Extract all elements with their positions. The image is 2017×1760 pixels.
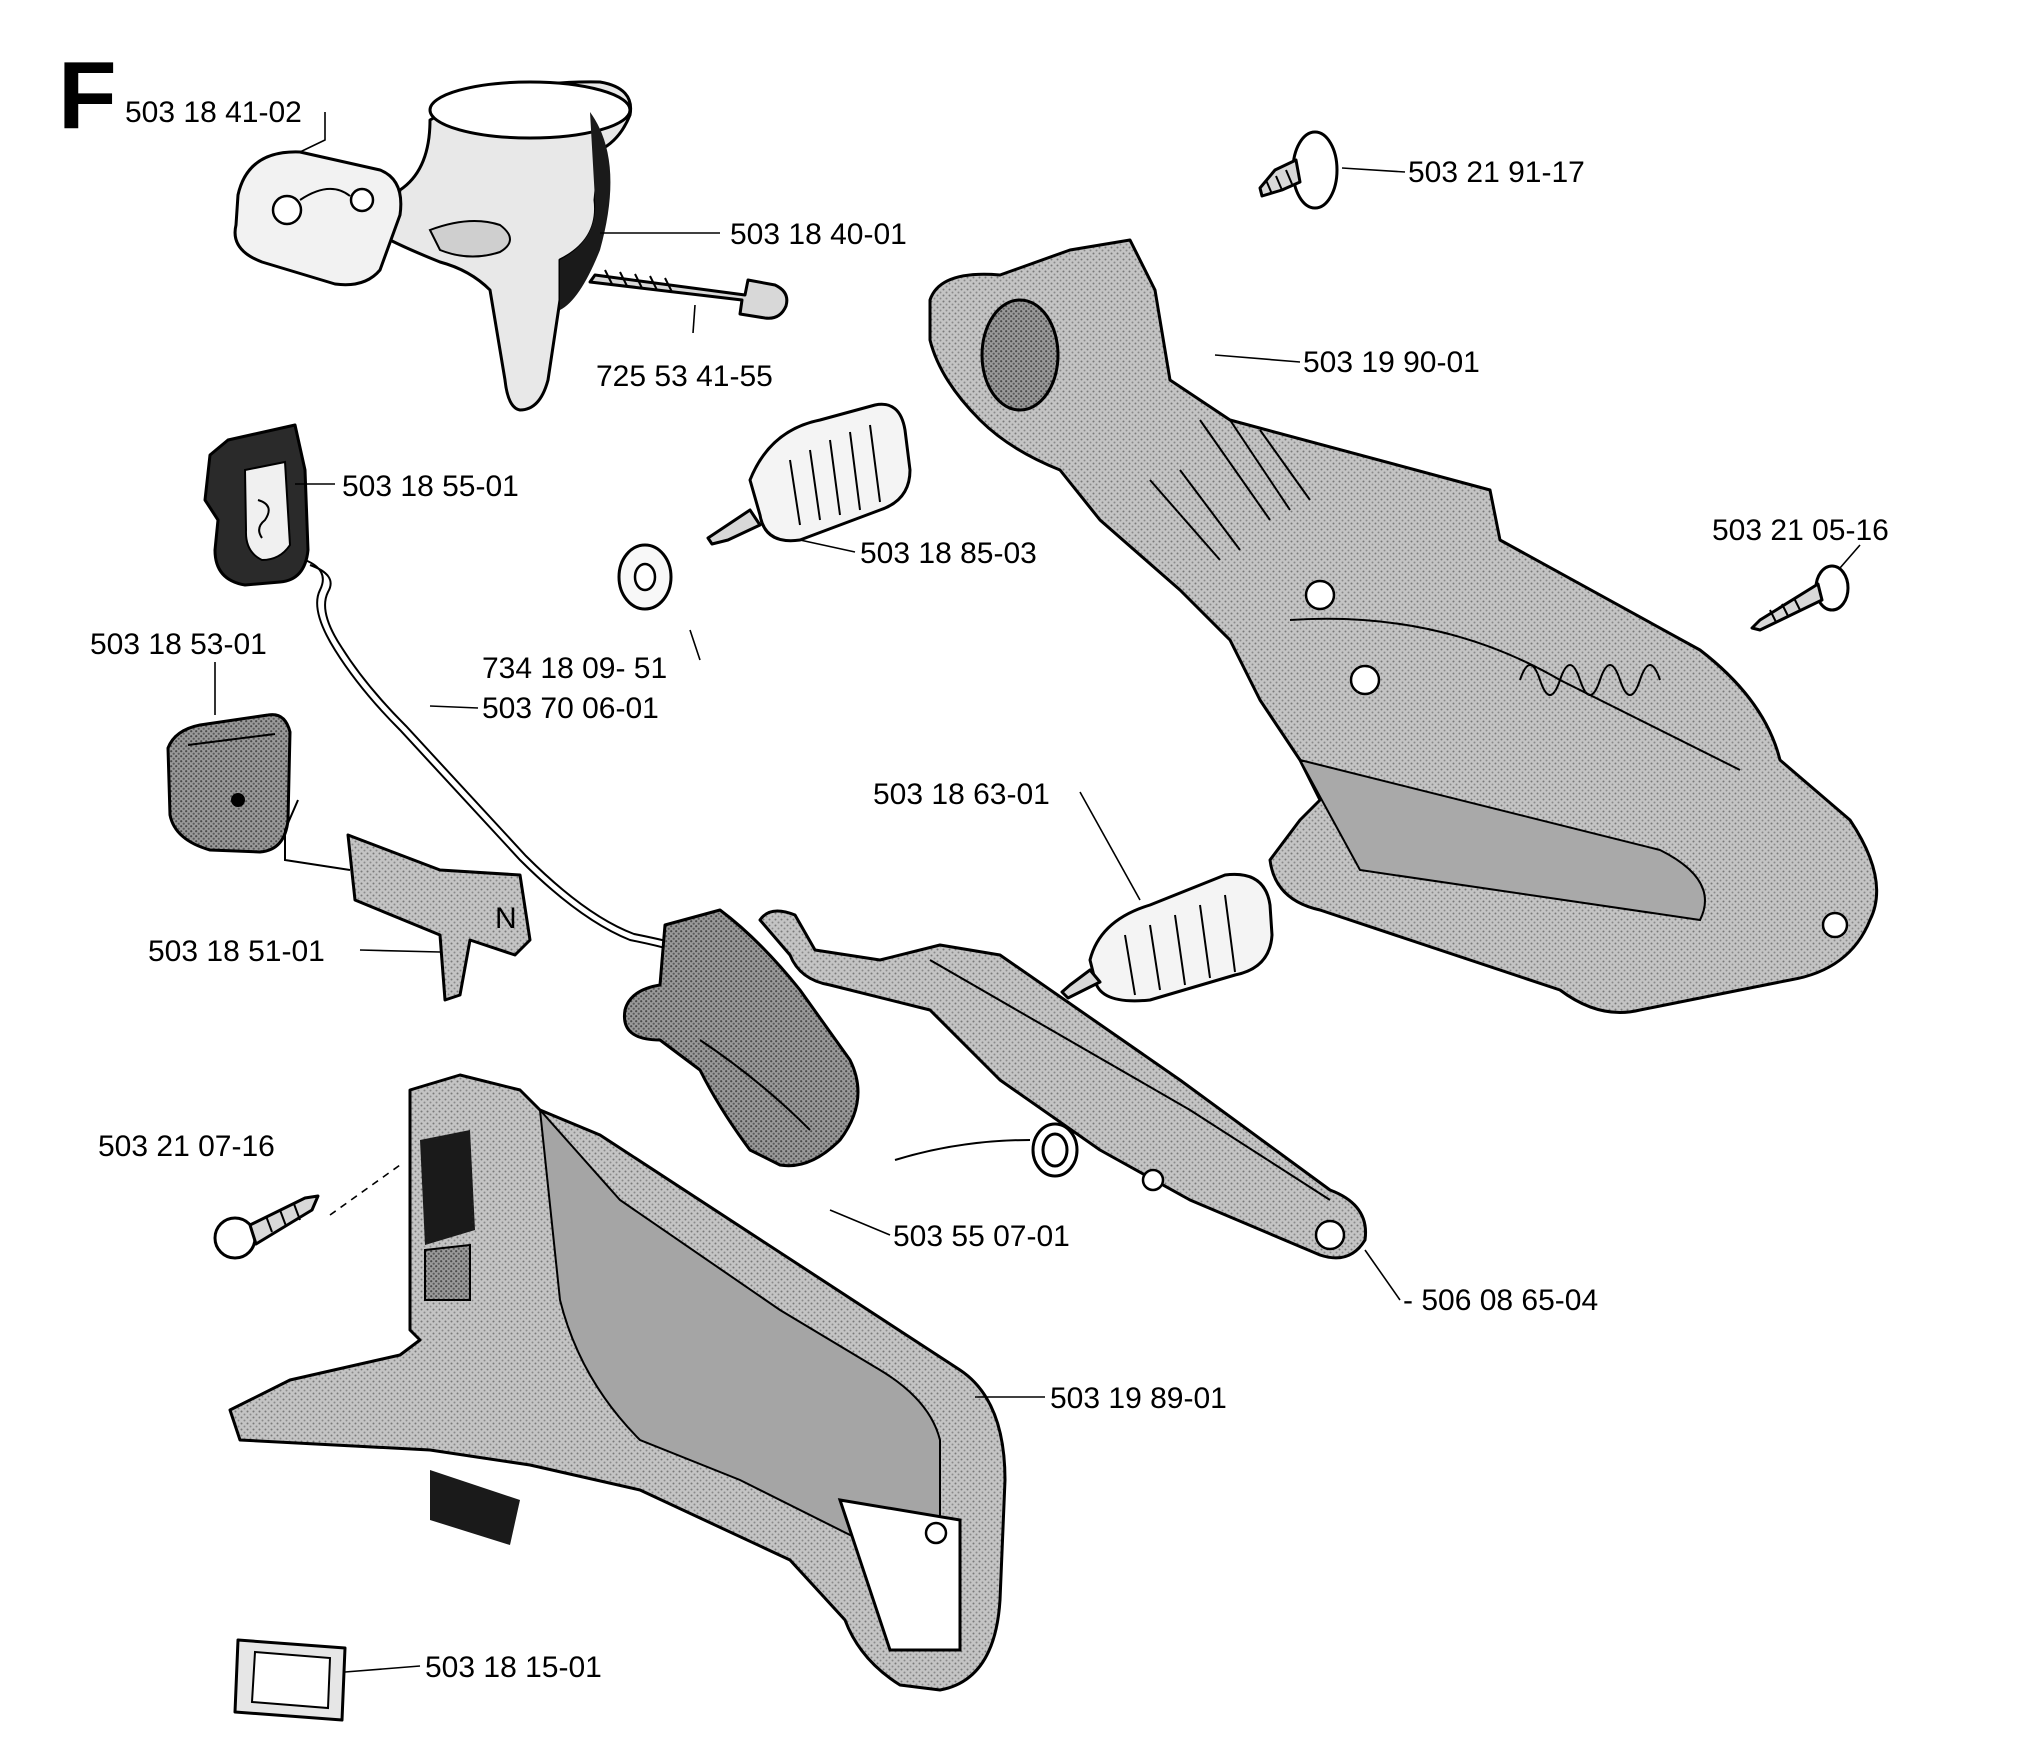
label-503-18-40-01: 503 18 40-01 (730, 218, 907, 251)
label-503-18-41-02: 503 18 41-02 (125, 96, 302, 129)
flange-part (233, 150, 403, 287)
bolt-part (588, 269, 789, 320)
label-503-70-06-01: 503 70 06-01 (482, 692, 659, 725)
label-734-18-09-51: 734 18 09- 51 (482, 652, 667, 685)
label-503-18-15-01: 503 18 15-01 (425, 1651, 602, 1684)
bushing-part-upper (706, 402, 912, 546)
funnel-part (388, 80, 633, 412)
lever-part: N (284, 799, 532, 1002)
choke-clip-part (203, 423, 310, 587)
bushing-part-lower (1060, 872, 1274, 1003)
cover-part (166, 713, 292, 854)
front-handle-housing (228, 1073, 1007, 1692)
rear-handle-housing (928, 238, 1879, 1014)
brake-band-part (622, 908, 860, 1168)
label-503-21-91-17: 503 21 91-17 (1408, 156, 1585, 189)
screw-part-left (213, 1194, 320, 1260)
label-503-18-55-01: 503 18 55-01 (342, 470, 519, 503)
label-503-19-90-01: 503 19 90-01 (1303, 346, 1480, 379)
screw-part-top (1258, 130, 1339, 210)
washer-part (617, 543, 673, 611)
label-503-18-53-01: 503 18 53-01 (90, 628, 267, 661)
label-503-18-63-01: 503 18 63-01 (873, 778, 1050, 811)
label-503-21-07-16: 503 21 07-16 (98, 1130, 275, 1163)
label-506-08-65-04: - 506 08 65-04 (1403, 1284, 1598, 1317)
trigger-rod-part (758, 909, 1368, 1260)
spring-part (894, 1122, 1079, 1178)
leader-lines (214, 112, 1861, 1673)
button-part (233, 1638, 347, 1722)
label-503-55-07-01: 503 55 07-01 (893, 1220, 1070, 1253)
label-503-21-05-16: 503 21 05-16 (1712, 514, 1889, 547)
section-letter: F (58, 42, 117, 149)
label-503-19-89-01: 503 19 89-01 (1050, 1382, 1227, 1415)
screw-part-right (1750, 564, 1850, 632)
label-725-53-41-55: 725 53 41-55 (596, 360, 773, 393)
label-503-18-51-01: 503 18 51-01 (148, 935, 325, 968)
svg-text:N: N (495, 902, 517, 935)
label-503-18-85-03: 503 18 85-03 (860, 537, 1037, 570)
